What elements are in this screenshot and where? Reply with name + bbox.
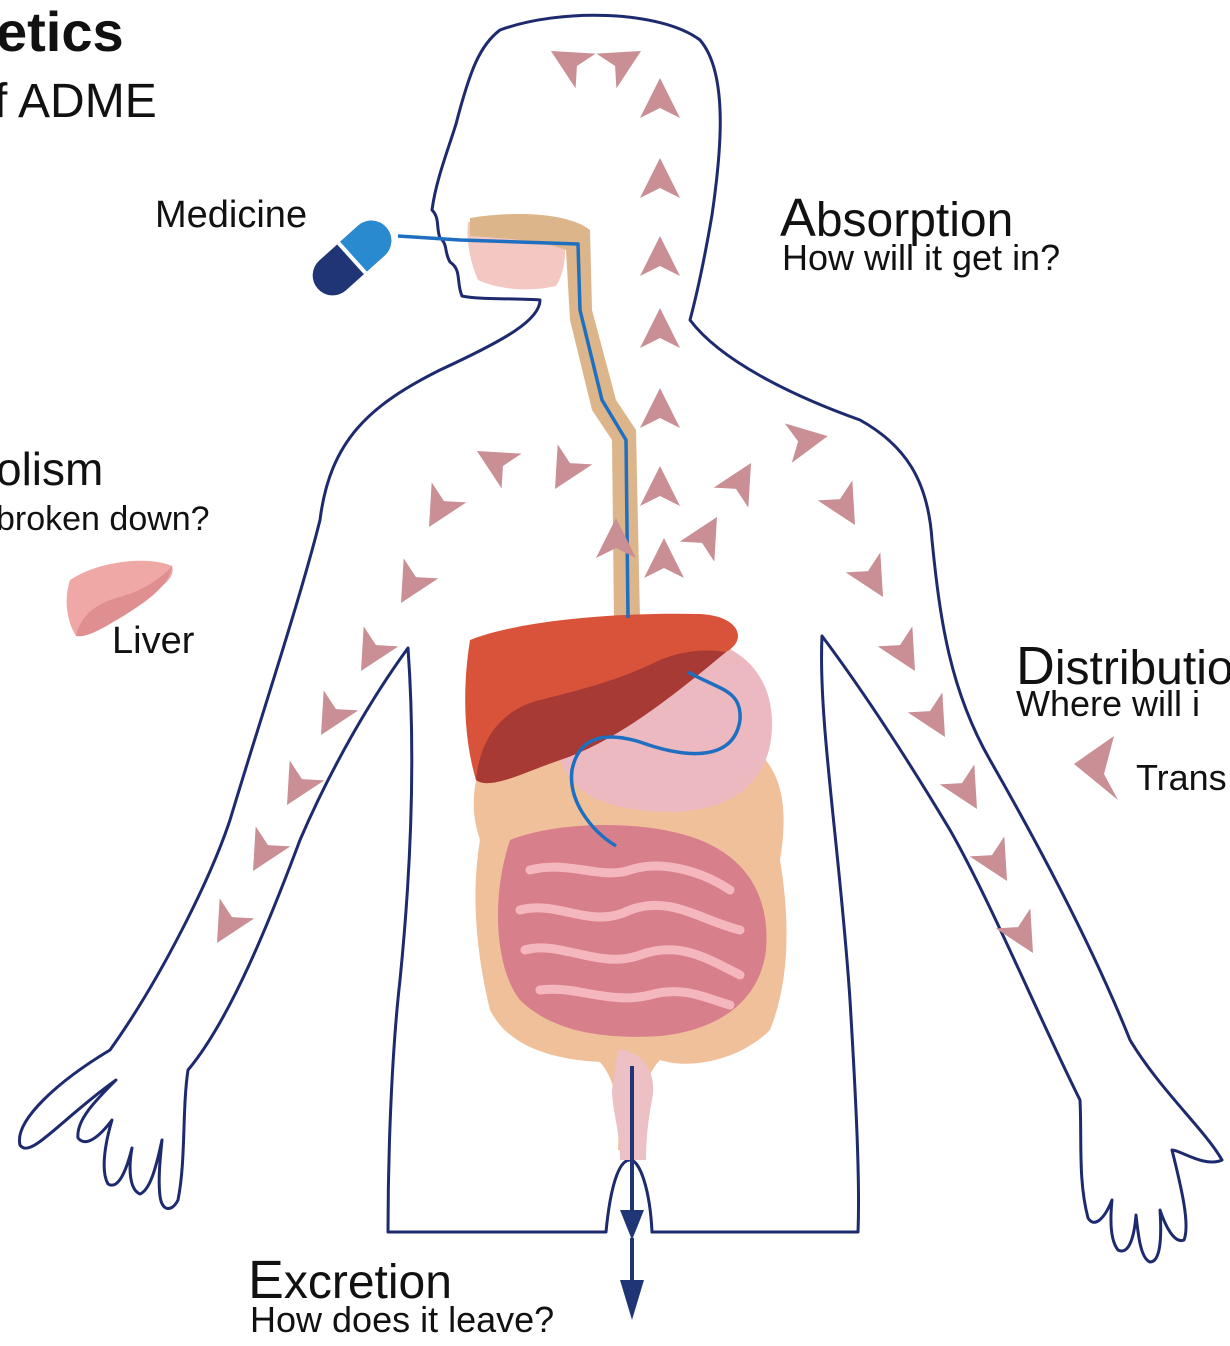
excretion-question: How does it leave? bbox=[250, 1302, 554, 1338]
distribution-question: Where will i bbox=[1016, 686, 1200, 722]
transport-arrow-icon bbox=[1074, 736, 1118, 800]
medicine-label: Medicine bbox=[155, 196, 307, 234]
pill-icon bbox=[304, 212, 399, 303]
page-title: etics bbox=[0, 4, 124, 60]
metabolism-question: broken down? bbox=[0, 502, 210, 536]
page-subtitle: f ADME bbox=[0, 78, 157, 126]
excretion-arrow-icon bbox=[620, 1210, 644, 1240]
liver-label: Liver bbox=[112, 622, 194, 660]
metabolism-heading: olism bbox=[0, 446, 103, 492]
absorption-question: How will it get in? bbox=[782, 240, 1060, 276]
transport-legend-label: Trans bbox=[1136, 760, 1227, 796]
excretion-arrow-icon bbox=[620, 1280, 644, 1320]
